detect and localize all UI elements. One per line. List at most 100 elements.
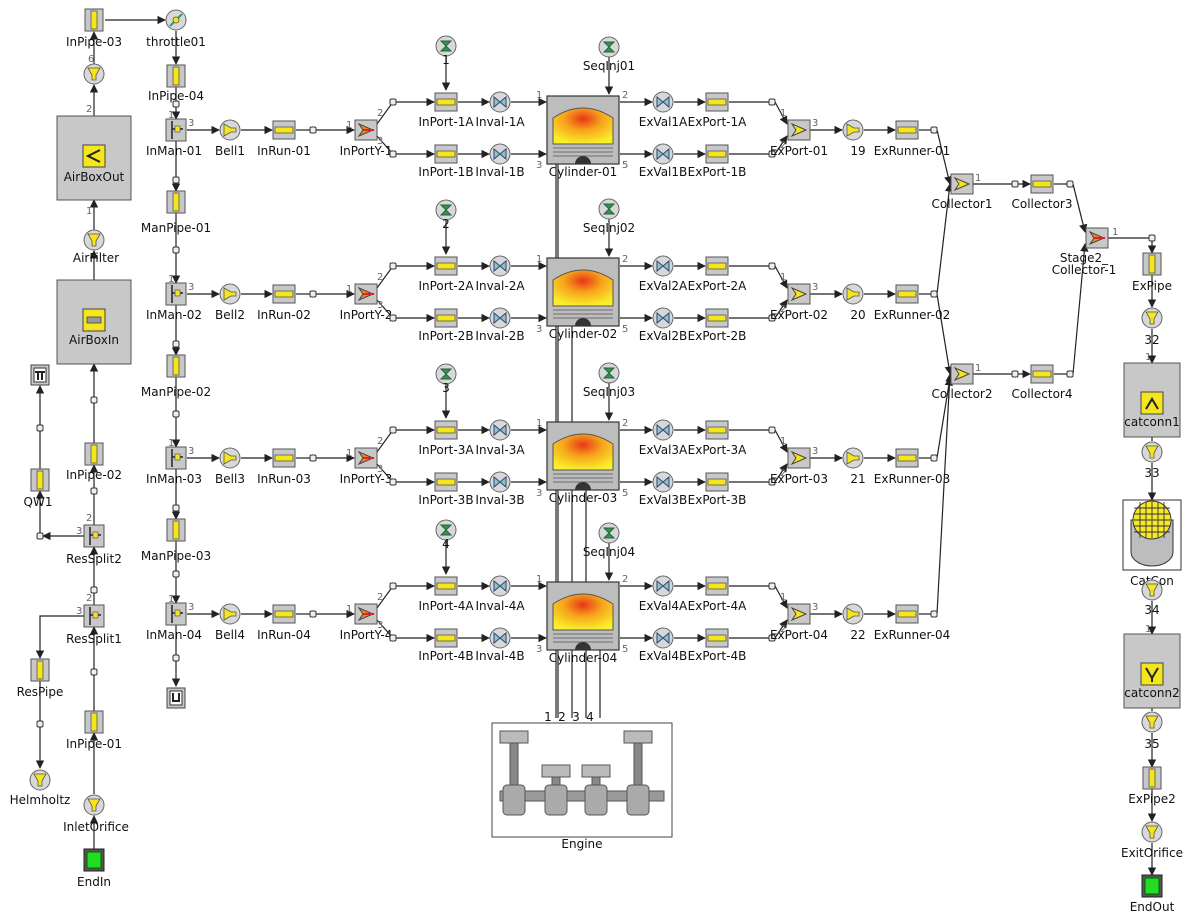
airbox-in[interactable]: [56, 279, 132, 365]
bell-1[interactable]: [219, 119, 241, 141]
export-4b[interactable]: [705, 628, 729, 648]
exrunner-04[interactable]: [895, 604, 919, 624]
inport-3a[interactable]: [434, 420, 458, 440]
catalytic-converter[interactable]: [1122, 499, 1182, 571]
stage2-collector-1[interactable]: [1085, 227, 1109, 249]
inval-1a[interactable]: [489, 91, 511, 113]
exval-2a[interactable]: [652, 255, 674, 277]
inman-3[interactable]: [165, 446, 187, 470]
ex-orifice-2[interactable]: [842, 283, 864, 305]
seqinj-3[interactable]: [598, 362, 620, 384]
throttle-01[interactable]: [165, 9, 187, 31]
inport-4b[interactable]: [434, 628, 458, 648]
bell-4[interactable]: [219, 603, 241, 625]
collector-3[interactable]: [1030, 174, 1054, 194]
collector-2[interactable]: [950, 363, 974, 385]
export-04[interactable]: [787, 603, 811, 625]
inval-3a[interactable]: [489, 419, 511, 441]
cap-bottom[interactable]: [166, 687, 186, 709]
exval-2b[interactable]: [652, 307, 674, 329]
export-2a[interactable]: [705, 256, 729, 276]
manpipe-03[interactable]: [166, 518, 186, 542]
cylinder-2[interactable]: [546, 257, 620, 327]
res-pipe[interactable]: [30, 658, 50, 682]
orifice-34[interactable]: [1141, 579, 1163, 601]
inpipe-03[interactable]: [84, 8, 104, 32]
inpipe-02[interactable]: [84, 442, 104, 466]
expipe2[interactable]: [1142, 766, 1162, 790]
exval-4a[interactable]: [652, 575, 674, 597]
bell-2[interactable]: [219, 283, 241, 305]
seqinj-4[interactable]: [598, 522, 620, 544]
export-1a[interactable]: [705, 92, 729, 112]
airbox-out[interactable]: [56, 115, 132, 201]
collector-1[interactable]: [950, 173, 974, 195]
inport-2b[interactable]: [434, 308, 458, 328]
inval-3b[interactable]: [489, 471, 511, 493]
exval-3a[interactable]: [652, 419, 674, 441]
inport-y-1[interactable]: [354, 119, 378, 141]
inval-2b[interactable]: [489, 307, 511, 329]
seqinj-2[interactable]: [598, 198, 620, 220]
qw1-pipe[interactable]: [30, 468, 50, 492]
inval-4b[interactable]: [489, 627, 511, 649]
orifice-35[interactable]: [1141, 711, 1163, 733]
exval-1b[interactable]: [652, 143, 674, 165]
inval-4a[interactable]: [489, 575, 511, 597]
export-3b[interactable]: [705, 472, 729, 492]
end-in[interactable]: [83, 848, 105, 872]
injector-3[interactable]: [435, 363, 457, 385]
export-02[interactable]: [787, 283, 811, 305]
inrun-2[interactable]: [272, 284, 296, 304]
inman-1[interactable]: [165, 118, 187, 142]
orifice-airbox-out[interactable]: [83, 63, 105, 85]
inrun-4[interactable]: [272, 604, 296, 624]
inman-4[interactable]: [165, 602, 187, 626]
inrun-1[interactable]: [272, 120, 296, 140]
helmholtz-resonator[interactable]: [29, 769, 51, 791]
inpipe-04[interactable]: [166, 64, 186, 88]
exval-1a[interactable]: [652, 91, 674, 113]
injector-1[interactable]: [435, 35, 457, 57]
export-03[interactable]: [787, 447, 811, 469]
cylinder-3[interactable]: [546, 421, 620, 491]
exrunner-02[interactable]: [895, 284, 919, 304]
orifice-33[interactable]: [1141, 441, 1163, 463]
inpipe-01[interactable]: [84, 710, 104, 734]
ex-orifice-1[interactable]: [842, 119, 864, 141]
inport-1b[interactable]: [434, 144, 458, 164]
expipe[interactable]: [1142, 252, 1162, 276]
inval-2a[interactable]: [489, 255, 511, 277]
manpipe-02[interactable]: [166, 354, 186, 378]
inval-1b[interactable]: [489, 143, 511, 165]
orifice-32[interactable]: [1141, 307, 1163, 329]
exval-4b[interactable]: [652, 627, 674, 649]
catconn-2[interactable]: [1123, 633, 1181, 709]
export-4a[interactable]: [705, 576, 729, 596]
export-2b[interactable]: [705, 308, 729, 328]
res-split-2[interactable]: [83, 524, 105, 548]
injector-2[interactable]: [435, 199, 457, 221]
exrunner-03[interactable]: [895, 448, 919, 468]
inport-1a[interactable]: [434, 92, 458, 112]
exit-orifice[interactable]: [1141, 821, 1163, 843]
inport-y-3[interactable]: [354, 447, 378, 469]
air-filter[interactable]: [83, 229, 105, 251]
engine-crankshaft[interactable]: [491, 722, 673, 838]
bell-3[interactable]: [219, 447, 241, 469]
inport-3b[interactable]: [434, 472, 458, 492]
cap-top[interactable]: [30, 364, 50, 386]
res-split-1[interactable]: [83, 604, 105, 628]
manpipe-01[interactable]: [166, 190, 186, 214]
export-1b[interactable]: [705, 144, 729, 164]
catconn-1[interactable]: [1123, 362, 1181, 438]
ex-orifice-3[interactable]: [842, 447, 864, 469]
export-3a[interactable]: [705, 420, 729, 440]
inport-y-2[interactable]: [354, 283, 378, 305]
inport-y-4[interactable]: [354, 603, 378, 625]
seqinj-1[interactable]: [598, 36, 620, 58]
inman-2[interactable]: [165, 282, 187, 306]
collector-4[interactable]: [1030, 364, 1054, 384]
end-out[interactable]: [1141, 874, 1163, 898]
inport-2a[interactable]: [434, 256, 458, 276]
